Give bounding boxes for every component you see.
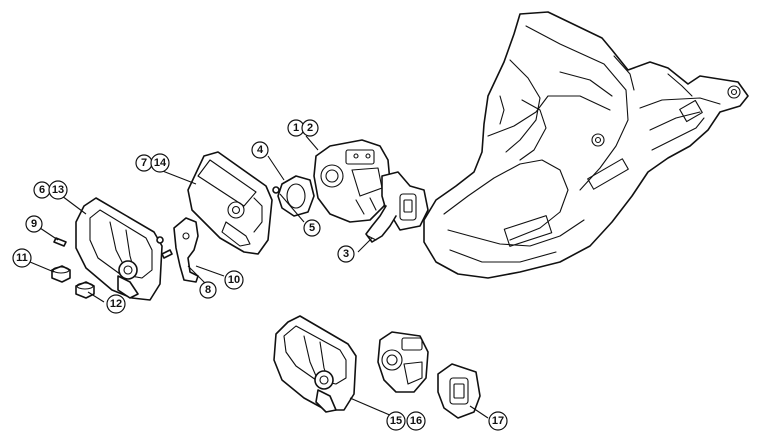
air-filter-housing [187,151,273,255]
callout-11-circle [12,248,32,268]
filter-kit [273,315,429,413]
callout-14-circle [150,153,170,173]
callout-4: 4 [257,144,264,156]
callout-12-circle [106,294,126,314]
intake-manifold [365,171,429,243]
callout-3-circle [337,245,355,263]
carburetor [313,139,391,223]
choke-lever [161,217,199,283]
knob-nut [51,265,71,283]
callout-13-circle [48,180,68,200]
callout-16: 16 [410,415,422,427]
callout-9: 9 [31,218,37,230]
callout-15: 15 [390,415,402,427]
callout-14: 14 [154,157,167,169]
callout-17: 17 [492,415,504,427]
callout-9-circle [25,215,43,233]
callout-5: 5 [309,222,315,234]
callout-2: 2 [307,122,313,134]
screw-small [272,186,280,194]
pin [53,237,67,247]
callout-6: 6 [39,184,45,196]
gasket [277,175,315,217]
callout-8-circle [199,281,217,299]
callout-11: 11 [16,252,28,264]
callout-5-circle [303,219,321,237]
callout-12: 12 [110,298,122,310]
callout-16-circle [406,411,426,431]
callout-2-circle [301,119,319,137]
engine-housing [423,11,749,279]
callout-10: 10 [228,274,240,286]
callout-4-circle [251,141,269,159]
callout-group: 1 2 3 4 5 6 13 7 14 8 9 10 11 12 15 16 1… [12,119,508,431]
callout-3: 3 [343,248,349,260]
filter-cover [75,197,164,301]
callout-15-circle [386,411,406,431]
washer [75,281,95,299]
leader-lines [29,135,489,419]
callout-8: 8 [205,284,211,296]
callout-7: 7 [141,157,147,169]
callout-13: 13 [52,184,64,196]
flange [437,363,481,419]
callout-17-circle [488,411,508,431]
callout-1: 1 [293,122,299,134]
callout-10-circle [224,270,244,290]
